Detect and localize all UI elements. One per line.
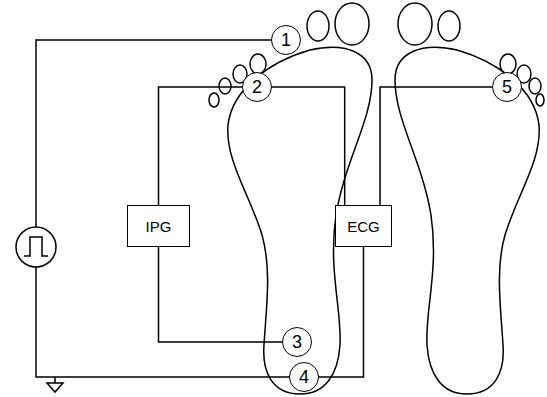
- toe: [209, 93, 219, 107]
- device-label: IPG: [146, 219, 172, 234]
- callout-number: 3: [292, 333, 302, 351]
- device-box: ECG: [335, 205, 392, 247]
- toe: [219, 78, 231, 94]
- square-wave-symbol: [24, 237, 48, 256]
- device-box: IPG: [127, 205, 190, 247]
- ground-symbol: [47, 383, 63, 392]
- toe: [398, 3, 432, 45]
- electrode-circle: 3: [282, 327, 312, 357]
- electrode-circle: 1: [271, 25, 301, 55]
- source-wire: [36, 40, 271, 227]
- right-foot-outline: [395, 47, 539, 394]
- callout-number: 1: [281, 31, 291, 49]
- signal-wire: [380, 87, 492, 205]
- signal-wire: [159, 87, 243, 205]
- ground-wire: [36, 267, 289, 377]
- electrode-circle: 4: [289, 362, 319, 392]
- device-label: ECG: [347, 219, 380, 234]
- electrode-circle: 2: [242, 72, 272, 102]
- callout-number: 2: [252, 78, 262, 96]
- callout-number: 4: [299, 368, 309, 386]
- toe: [335, 3, 369, 45]
- square-wave-source: [16, 227, 56, 267]
- ground-lead: [54, 377, 56, 383]
- toe: [529, 78, 541, 94]
- electrode-circle: 5: [492, 72, 522, 102]
- toe: [500, 54, 516, 74]
- toe: [250, 54, 266, 74]
- toe: [536, 94, 544, 106]
- callout-number: 5: [502, 78, 512, 96]
- signal-wire: [159, 247, 283, 342]
- signal-wire: [319, 247, 364, 377]
- toe: [307, 11, 329, 41]
- signal-wire: [272, 87, 345, 205]
- toe: [438, 11, 460, 41]
